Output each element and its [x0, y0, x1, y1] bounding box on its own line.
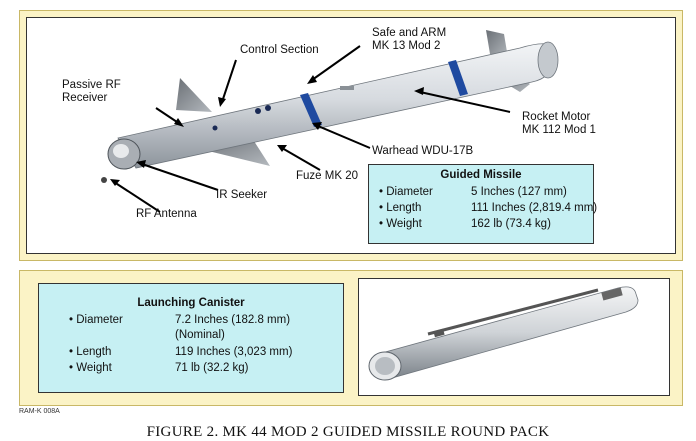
guided-missile-title: Guided Missile: [440, 169, 522, 181]
spec-name: • Diameter: [69, 314, 123, 326]
spec-name: • Weight: [69, 362, 112, 374]
spec-value: 162 lb (73.4 kg): [471, 218, 551, 230]
stripe-aft: [448, 60, 468, 96]
spec-name: • Length: [379, 202, 422, 214]
label-rocket-motor: Rocket Motor MK 112 Mod 1: [522, 111, 596, 136]
label-passive-rf-receiver: Passive RF Receiver: [62, 79, 121, 104]
spec-name: • Diameter: [379, 186, 433, 198]
figure-id: RAM-K 008A: [19, 408, 60, 415]
spec-value: 71 lb (32.2 kg): [175, 362, 249, 374]
tail-cap: [537, 41, 559, 79]
label-control-section: Control Section: [240, 44, 319, 56]
label-safe-and-arm: Safe and ARM MK 13 Mod 2: [372, 27, 447, 52]
spec-name: • Length: [69, 346, 112, 358]
figure-caption: FIGURE 2. MK 44 MOD 2 GUIDED MISSILE ROU…: [146, 424, 550, 440]
guided-missile-spec-box: Guided Missile • Diameter 5 Inches (127 …: [368, 164, 598, 244]
stripe-forward: [300, 93, 322, 127]
spec-value: 111 Inches (2,819.4 mm): [471, 202, 598, 214]
rear-fin-upper: [486, 30, 508, 58]
launching-canister-title: Launching Canister: [137, 297, 245, 309]
label-rf-antenna: RF Antenna: [136, 208, 197, 220]
rf-antenna-element: [101, 177, 107, 183]
spec-value: 7.2 Inches (182.8 mm): [175, 314, 291, 326]
label-warhead: Warhead WDU-17B: [372, 145, 474, 157]
launching-canister-spec-box: Launching Canister • Diameter 7.2 Inches…: [38, 283, 344, 393]
label-ir-seeker: IR Seeker: [216, 189, 268, 201]
canister-illustration: [368, 286, 639, 381]
spec-value: 5 Inches (127 mm): [471, 186, 567, 198]
spec-value: 119 Inches (3,023 mm): [175, 346, 293, 358]
spec-name: • Weight: [379, 218, 422, 230]
canister-tube: [377, 286, 639, 379]
label-fuze: Fuze MK 20: [296, 170, 358, 182]
forward-fin-upper: [176, 78, 212, 112]
spec-value: (Nominal): [175, 329, 225, 341]
